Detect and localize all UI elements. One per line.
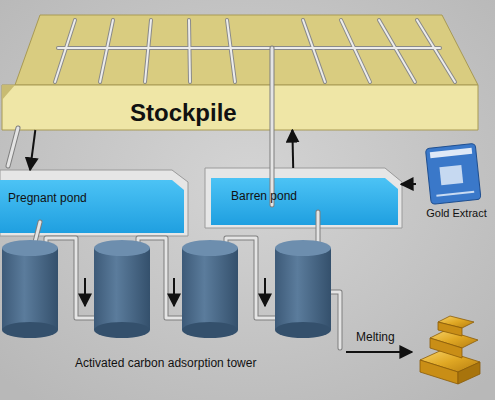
stockpile-node: Stockpile xyxy=(2,15,478,130)
process-label: Melting xyxy=(356,331,395,345)
pond-node: Pregnant pond xyxy=(0,170,188,236)
barren-pond-shape xyxy=(205,168,402,228)
process-label-holder: Melting xyxy=(356,331,395,345)
node-text: Gold Extract xyxy=(416,207,495,220)
node-text: Barren pond xyxy=(231,190,297,204)
stockpile-shape xyxy=(2,15,478,130)
flow-arrow xyxy=(401,183,416,185)
caption-label-holder: Activated carbon adsorption tower xyxy=(75,357,256,371)
adsorption-towers xyxy=(2,240,331,338)
spray-pipes xyxy=(55,20,455,82)
pregnant-pond-shape xyxy=(0,170,188,236)
node-text: Stockpile xyxy=(130,99,237,127)
flow-arrows xyxy=(85,278,412,352)
extractant-node: Gold Extract xyxy=(416,145,495,223)
extractant-bag xyxy=(425,143,481,204)
flow-arrow xyxy=(291,130,294,168)
caption-label: Activated carbon adsorption tower xyxy=(75,357,256,371)
gold-bars xyxy=(420,316,480,384)
pond-node: Barren pond xyxy=(205,168,401,228)
node-text: Pregnant pond xyxy=(8,192,87,206)
flow-arrow xyxy=(30,130,35,170)
